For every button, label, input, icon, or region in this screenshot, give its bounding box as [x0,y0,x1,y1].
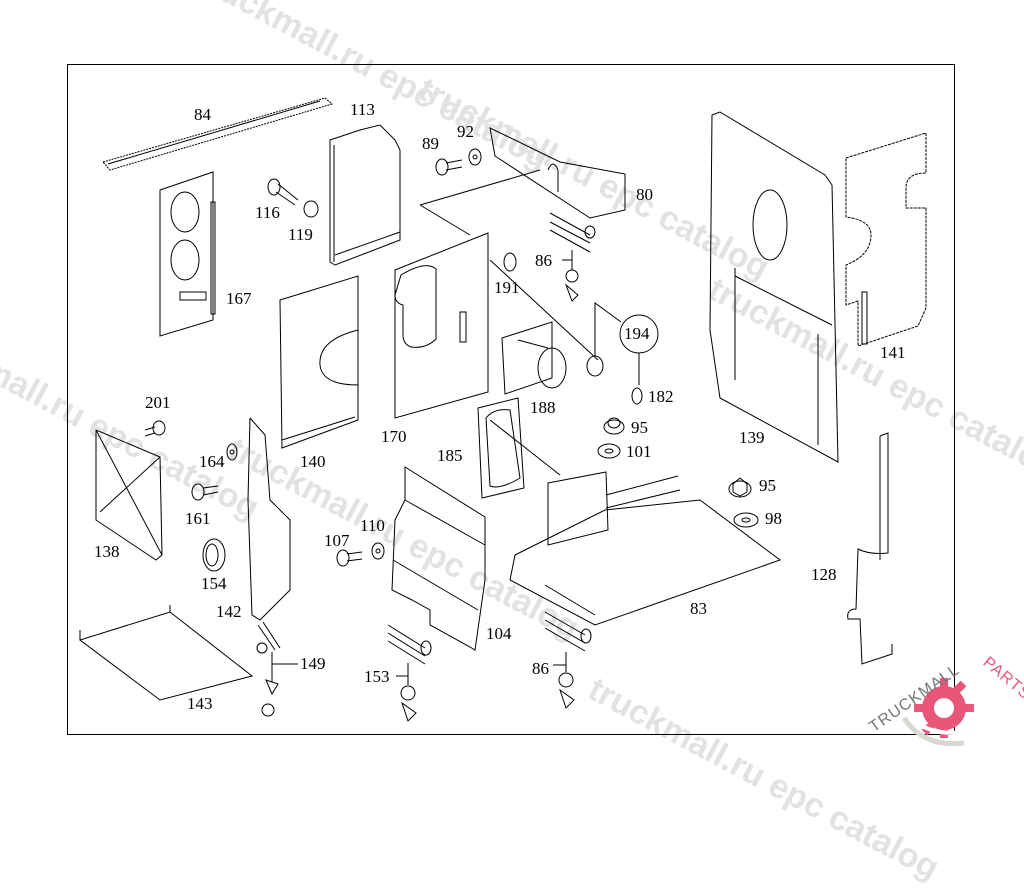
part-110-washer[interactable] [371,542,385,560]
part-143-tray[interactable] [78,605,254,701]
part-95-nut-b[interactable] [728,477,752,498]
callout-201[interactable]: 201 [145,393,171,412]
part-107-bolt[interactable] [336,549,363,567]
part-116-bolt[interactable] [267,178,299,206]
callout-98[interactable]: 98 [765,509,782,528]
part-164-washer[interactable] [226,443,238,461]
callout-153[interactable]: 153 [364,667,390,686]
part-83-tray[interactable] [509,471,782,626]
callout-83[interactable]: 83 [690,599,707,618]
callout-185[interactable]: 185 [437,446,463,465]
callout-188[interactable]: 188 [530,398,556,417]
part-170-panel[interactable] [394,232,489,419]
part-185-gasket[interactable] [477,397,561,499]
part-194-washer[interactable] [586,355,604,377]
callout-194[interactable]: 194 [624,324,650,343]
part-139-panel[interactable] [709,111,839,463]
part-154-grommet[interactable] [202,538,226,572]
callout-110[interactable]: 110 [360,516,385,535]
callout-167[interactable]: 167 [226,289,252,308]
part-119-washer[interactable] [303,200,319,218]
part-104-panel[interactable] [391,466,486,651]
callout-80[interactable]: 80 [636,185,653,204]
part-89-bolt[interactable] [435,158,463,176]
part-86-seal-bottom[interactable] [544,611,592,709]
part-142-strip[interactable] [247,417,291,621]
part-113-bracket[interactable] [329,124,401,266]
callout-128[interactable]: 128 [811,565,837,584]
part-101-washer[interactable] [597,443,621,459]
callout-164[interactable]: 164 [199,452,225,471]
part-84-bar[interactable] [102,97,334,171]
part-80-channel[interactable] [419,127,626,236]
part-138-tray[interactable] [95,429,163,561]
part-201-bolt[interactable] [144,420,166,437]
part-149-seal[interactable] [256,621,298,717]
part-167-plate[interactable] [159,171,216,337]
callout-149[interactable]: 149 [300,654,326,673]
callout-92[interactable]: 92 [457,122,474,141]
truckmall-parts-logo: TRUCKMALL PARTS [858,654,1024,750]
callout-191[interactable]: 191 [494,278,520,297]
callout-86-top[interactable]: 86 [535,251,552,270]
callout-116[interactable]: 116 [255,203,280,222]
gear-icon [901,678,974,747]
part-92-washer[interactable] [468,148,482,166]
part-128-bracket[interactable] [847,432,893,665]
callout-89[interactable]: 89 [422,134,439,153]
callout-140[interactable]: 140 [300,452,326,471]
callout-113[interactable]: 113 [350,100,375,119]
callout-139[interactable]: 139 [739,428,765,447]
callout-170[interactable]: 170 [381,427,407,446]
callout-138[interactable]: 138 [94,542,120,561]
part-191-clip[interactable] [503,252,517,272]
callout-182[interactable]: 182 [648,387,674,406]
callout-95-b[interactable]: 95 [759,476,776,495]
part-140-plate[interactable] [279,275,359,449]
callout-84[interactable]: 84 [194,105,211,124]
callout-104[interactable]: 104 [486,624,512,643]
callout-142[interactable]: 142 [216,602,242,621]
part-141-plate[interactable] [845,132,927,347]
part-161-bolt[interactable] [191,483,219,501]
callout-141[interactable]: 141 [880,343,906,362]
part-182-clip[interactable] [631,387,643,405]
callout-101[interactable]: 101 [626,442,652,461]
parts-drawing [78,97,927,722]
callout-95-a[interactable]: 95 [631,418,648,437]
callout-154[interactable]: 154 [201,574,227,593]
callout-86-bottom[interactable]: 86 [532,659,549,678]
callout-107[interactable]: 107 [324,531,350,550]
callout-143[interactable]: 143 [187,694,213,713]
part-188-duct[interactable] [489,259,599,395]
diagram-frame [67,64,955,735]
callout-119[interactable]: 119 [288,225,313,244]
part-153-seal[interactable] [387,624,432,722]
callout-161[interactable]: 161 [185,509,211,528]
part-86-seal-top[interactable] [549,212,596,302]
part-95-nut-a[interactable] [603,417,625,435]
part-98-washer[interactable] [733,512,759,528]
